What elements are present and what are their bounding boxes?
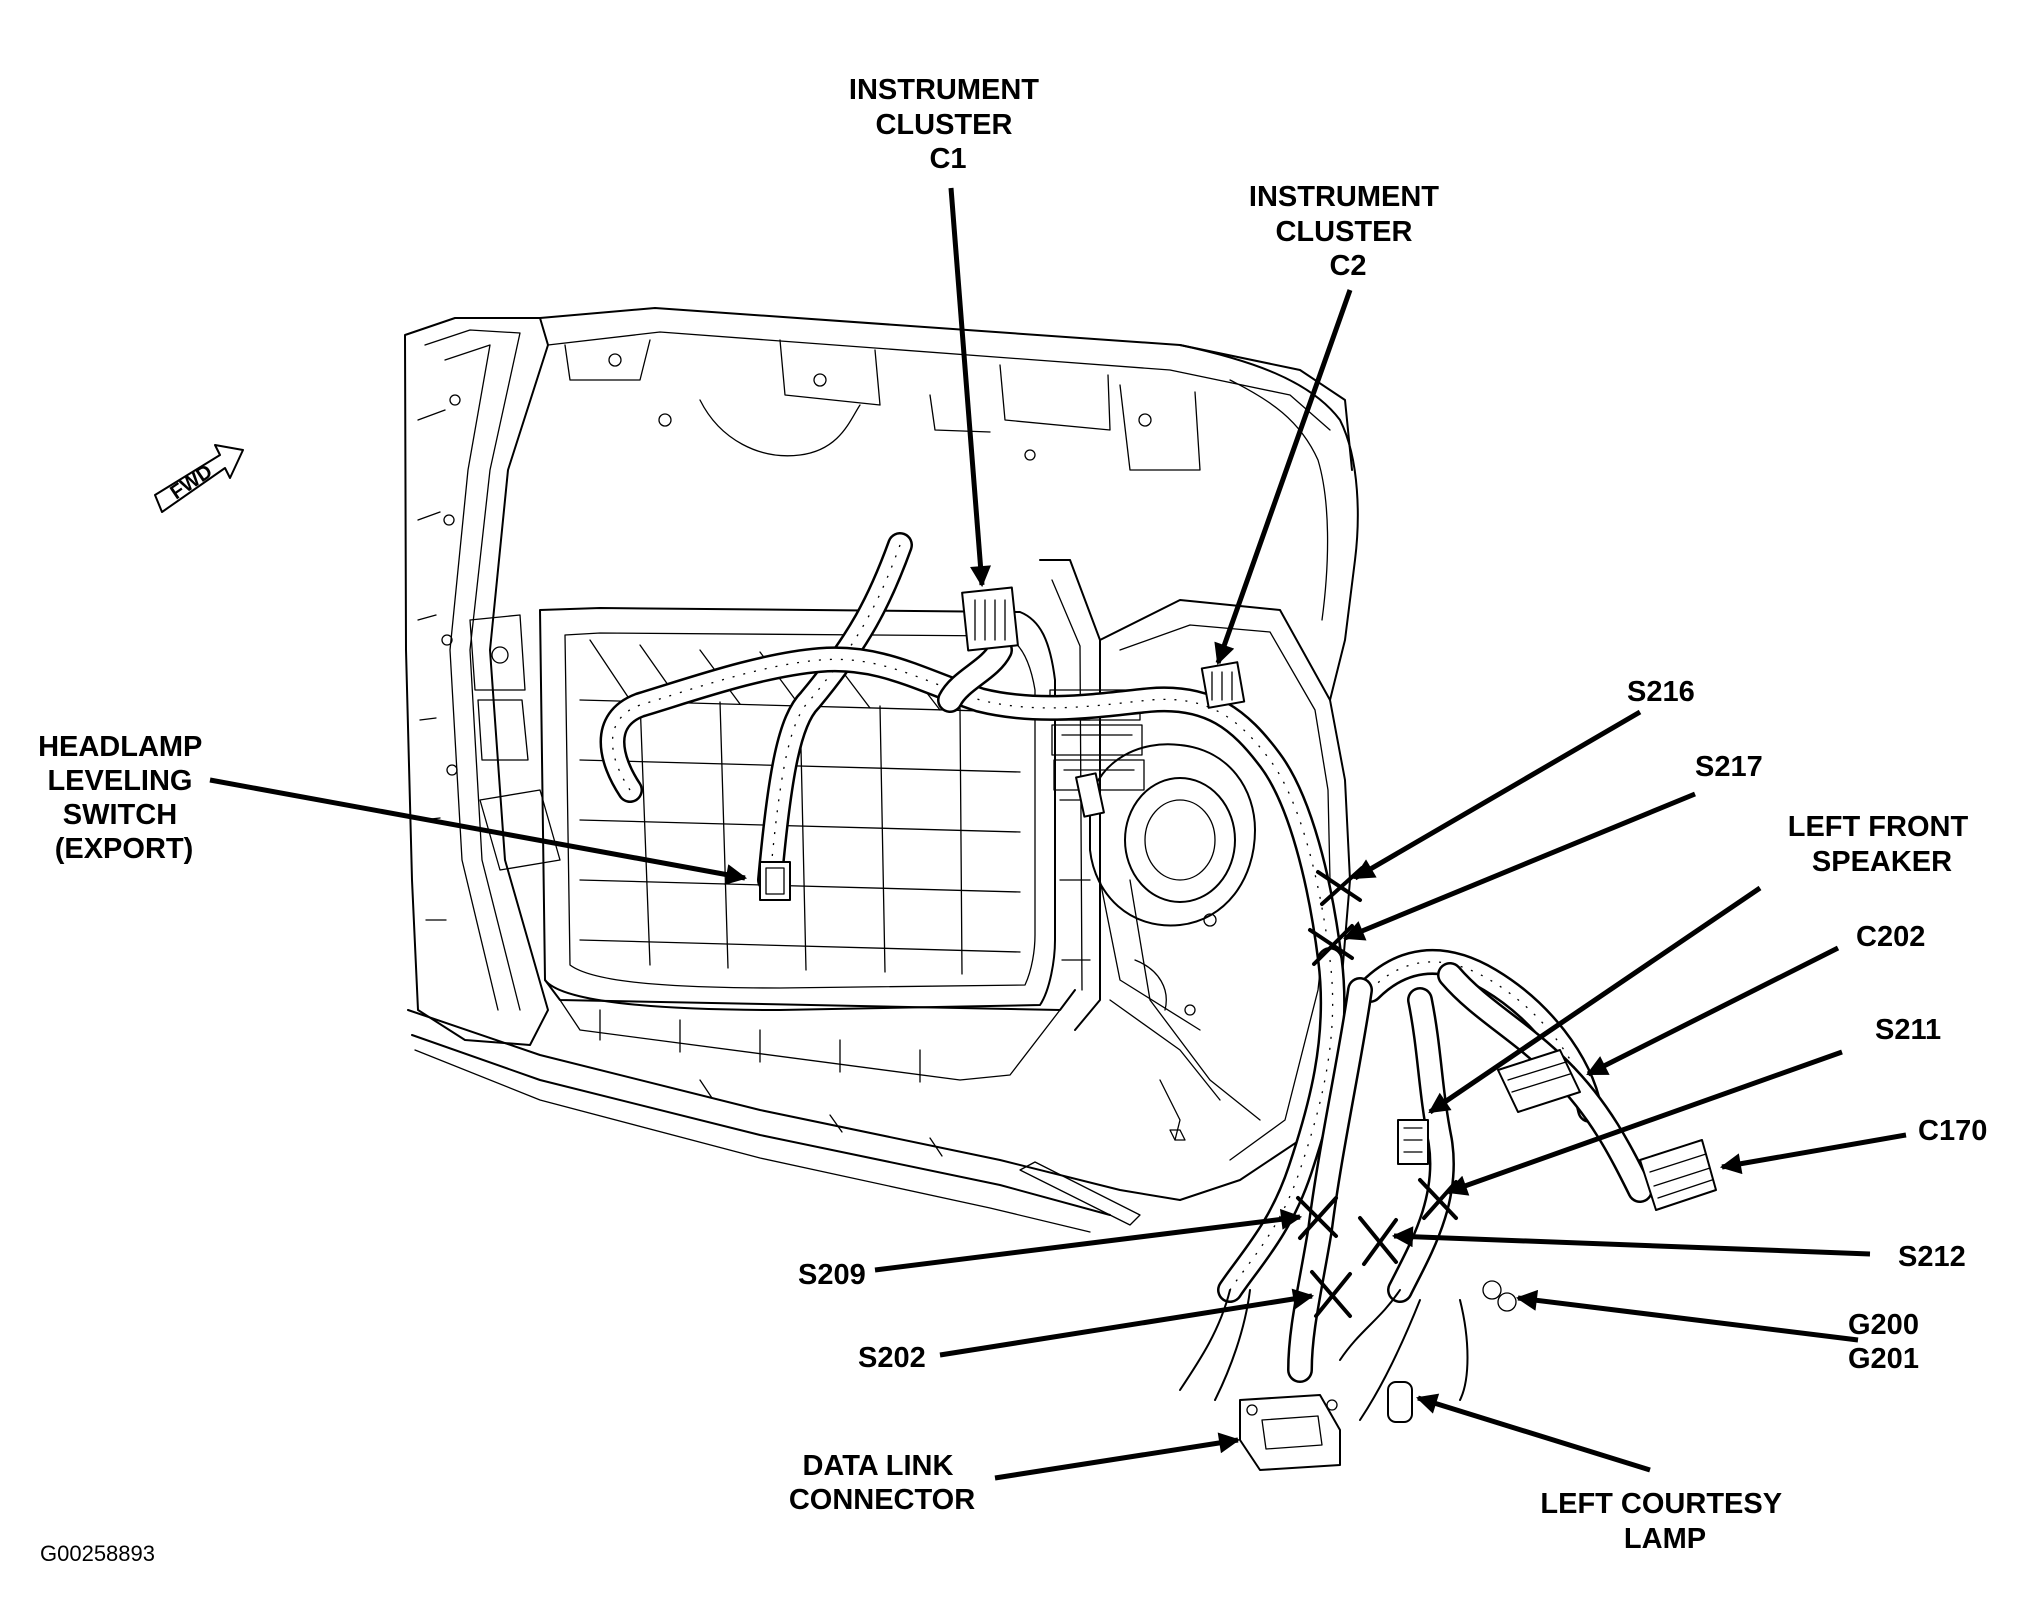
label-g201: G201 (1848, 1343, 1919, 1375)
leader-s202 (939, 1288, 1315, 1358)
figure-id: G00258893 (40, 1541, 155, 1566)
label-s212: S212 (1898, 1241, 1966, 1273)
leader-s212 (1391, 1226, 1871, 1257)
leader-left-courtesy-lamp (1415, 1393, 1651, 1473)
instrument-cluster-c1-connector (961, 586, 1019, 652)
label-s209: S209 (798, 1259, 866, 1291)
label-headlamp-leveling-switch: HEADLAMP LEVELING SWITCH (EXPORT) (38, 731, 210, 865)
callout-labels: INSTRUMENT CLUSTER C1 INSTRUMENT CLUSTER… (38, 74, 1987, 1566)
label-s211: S211 (1875, 1014, 1941, 1046)
label-data-link-connector: DATA LINK CONNECTOR (789, 1450, 975, 1516)
splice-s212-marker (1358, 1216, 1398, 1266)
leader-s217 (1343, 791, 1696, 941)
leader-s209 (874, 1208, 1303, 1273)
leader-headlamp-leveling-switch (209, 777, 748, 885)
leader-left-front-speaker (1428, 885, 1762, 1115)
label-c202: C202 (1856, 921, 1925, 953)
label-instrument-cluster-c1: INSTRUMENT CLUSTER C1 (849, 74, 1047, 175)
wiring-harness (599, 532, 1653, 1421)
splice-s202-marker (1310, 1270, 1352, 1318)
leader-s216 (1353, 709, 1642, 881)
left-front-speaker-connector (1397, 1119, 1429, 1165)
leader-instrument-cluster-c2 (1214, 289, 1353, 665)
label-left-front-speaker: LEFT FRONT SPEAKER (1788, 811, 1976, 878)
instrument-panel-line-art (404, 307, 1359, 1233)
c170-connector (1639, 1139, 1717, 1211)
leader-g200-g201 (1515, 1289, 1859, 1343)
splice-markers (1296, 866, 1458, 1318)
c202-connector (1497, 1049, 1581, 1113)
leader-data-link-connector (994, 1432, 1241, 1481)
label-c170: C170 (1918, 1115, 1987, 1147)
leader-s211 (1446, 1049, 1843, 1196)
leader-c202 (1586, 945, 1840, 1077)
label-s216: S216 (1627, 676, 1695, 708)
headlamp-leveling-switch-part (759, 861, 791, 901)
label-s202: S202 (858, 1342, 926, 1374)
data-link-connector-part (1239, 1394, 1341, 1471)
label-g200: G200 (1848, 1309, 1919, 1341)
left-courtesy-lamp-part (1387, 1381, 1413, 1423)
leader-c170 (1719, 1132, 1907, 1175)
fwd-orientation-arrow: FWD (154, 444, 244, 513)
components (759, 586, 1717, 1471)
label-instrument-cluster-c2: INSTRUMENT CLUSTER C2 (1249, 181, 1447, 282)
callout-leader-arrows (209, 187, 1907, 1481)
instrument-cluster-c2-connector (1200, 661, 1246, 709)
leader-instrument-cluster-c1 (948, 187, 991, 588)
splice-s209-marker (1296, 1196, 1338, 1240)
ground-eyelets-g200-g201 (1482, 1280, 1517, 1312)
label-left-courtesy-lamp: LEFT COURTESY LAMP (1540, 1488, 1789, 1555)
label-s217: S217 (1695, 751, 1763, 783)
